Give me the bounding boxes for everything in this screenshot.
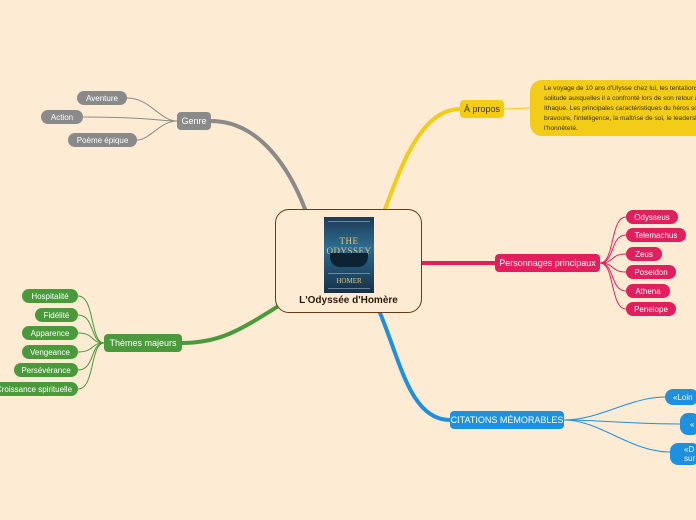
character-item-zeus[interactable]: Zeus: [626, 247, 662, 261]
character-item-penelope[interactable]: Penelope: [626, 302, 676, 316]
quote-item-3[interactable]: «D sur: [670, 443, 696, 465]
theme-item-croissance-spirituelle[interactable]: Croissance spirituelle: [0, 382, 78, 396]
link-genre-1: [82, 116, 178, 122]
cover-author: HOMER: [336, 277, 362, 285]
link-theme-0: [77, 295, 105, 344]
theme-item-vengeance[interactable]: Vengeance: [22, 345, 78, 359]
about-description[interactable]: Le voyage de 10 ans d'Ulysse chez lui, l…: [530, 80, 696, 136]
link-themes: [180, 303, 282, 345]
branch-quotes[interactable]: CITATIONS MÉMORABLES: [450, 411, 564, 429]
link-theme-4: [77, 342, 105, 371]
link-about-text: [503, 107, 531, 110]
theme-item-hospitalite[interactable]: Hospitalité: [22, 289, 78, 303]
quote-item-1[interactable]: «Loin: [665, 389, 696, 405]
central-title: L'Odyssée d'Homère: [299, 295, 398, 306]
link-char-1: [599, 234, 627, 264]
link-genre-0: [126, 97, 178, 122]
genre-item-action[interactable]: Action: [41, 110, 83, 124]
branch-about[interactable]: À propos: [460, 100, 504, 118]
branch-themes[interactable]: Thèmes majeurs: [104, 334, 182, 352]
link-quotes: [378, 311, 452, 422]
link-quote-2: [563, 419, 671, 453]
character-item-athena[interactable]: Athena: [626, 284, 670, 298]
link-quote-1: [563, 419, 681, 425]
genre-item-poeme-epique[interactable]: Poème épique: [68, 133, 137, 147]
central-topic[interactable]: THE ODYSSEY HOMER L'Odyssée d'Homère: [275, 209, 422, 313]
branch-characters[interactable]: Personnages principaux: [495, 254, 600, 272]
theme-item-apparence[interactable]: Apparence: [22, 326, 78, 340]
character-item-poseidon[interactable]: Poseidon: [626, 265, 676, 279]
link-theme-1: [77, 314, 105, 344]
link-char-5: [599, 262, 627, 310]
link-char-0: [599, 216, 627, 264]
link-about: [383, 107, 462, 211]
cover-title: THE ODYSSEY: [326, 236, 372, 256]
link-theme-2: [77, 332, 105, 344]
link-genre-2: [136, 120, 178, 141]
quote-item-2[interactable]: «: [680, 413, 696, 435]
book-cover-image: THE ODYSSEY HOMER: [324, 217, 374, 293]
genre-item-aventure[interactable]: Aventure: [77, 91, 127, 105]
link-genre: [209, 119, 307, 211]
link-quote-0: [563, 396, 666, 421]
theme-item-fidelite[interactable]: Fidélité: [35, 308, 78, 322]
branch-genre[interactable]: Genre: [177, 112, 211, 130]
character-item-telemachus[interactable]: Telemachus: [626, 228, 686, 242]
link-theme-5: [77, 342, 105, 390]
theme-item-perseverance[interactable]: Persévérance: [14, 363, 78, 377]
character-item-odysseus[interactable]: Odysseus: [626, 210, 678, 224]
